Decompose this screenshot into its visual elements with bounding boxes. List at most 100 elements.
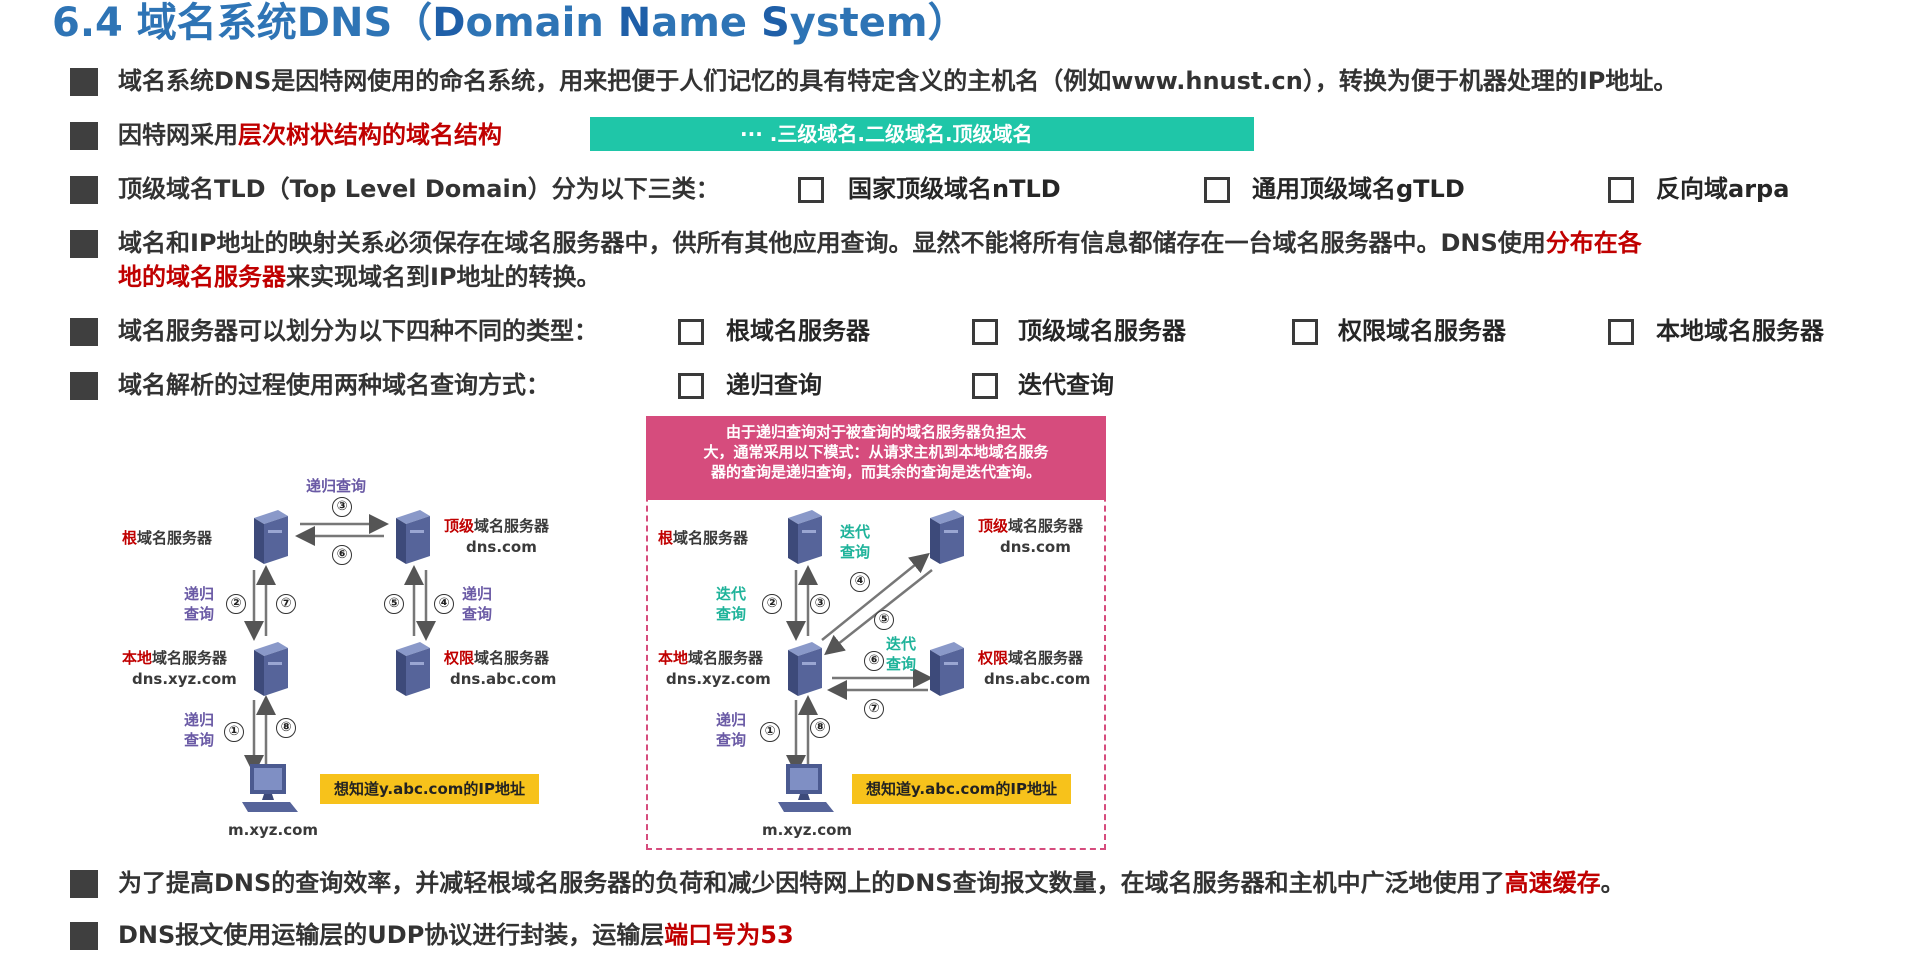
row-2-text: 因特网采用层次树状结构的域名结构 [118,118,502,152]
step-5: ⑤ [384,594,404,614]
query-goal-tag-2: 想知道y.abc.com的IP地址 [852,774,1071,804]
step-6: ⑥ [332,545,352,565]
step-3: ③ [332,497,352,517]
tld-server-icon [396,510,430,564]
step-2: ② [226,594,246,614]
label-arpa: 反向域arpa [1656,175,1790,203]
title-ame: ame [651,0,761,46]
label-tld: 顶级域名服务器 [1018,317,1186,345]
bullet-6 [70,372,98,400]
client-host-icon-2 [778,764,834,812]
checkbox-ntld[interactable] [798,177,824,203]
row-2-red: 层次树状结构的域名结构 [238,121,502,149]
checkbox-local[interactable] [1608,319,1634,345]
step-7-right: ⑦ [864,699,884,719]
title-d: D [432,0,466,46]
auth-server-icon [396,642,430,696]
label-ntld: 国家顶级域名nTLD [848,175,1061,203]
local-server-host: dns.xyz.com [132,670,237,688]
recursive-label-right: 递归查询 [461,585,492,623]
client-host-icon [242,764,298,812]
step-1: ① [224,722,244,742]
checkbox-tld[interactable] [972,319,998,345]
page-title: 6.4 域名系统DNS（Domain Name System） [52,0,968,50]
tld-server-host-2: dns.com [1000,538,1071,556]
row-4-b: 来实现域名到IP地址的转换。 [286,263,601,291]
label-root: 根域名服务器 [726,317,870,345]
domain-levels-bar: ··· .三级域名.二级域名.顶级域名 [590,117,1254,151]
iterative-label-2: 迭代查询 [715,585,746,623]
iterative-note: 由于递归查询对于被查询的域名服务器负担太 大，通常采用以下模式：从请求主机到本地… [646,416,1106,500]
checkbox-iterative[interactable] [972,373,998,399]
checkbox-auth[interactable] [1292,319,1318,345]
title-omain: omain [465,0,618,46]
tld-server-host: dns.com [466,538,537,556]
local-server-icon [254,642,288,696]
step-1-right: ① [760,722,780,742]
local-server-label-2: 本地域名服务器 [658,649,764,667]
row-4-red1: 分布在各 [1545,229,1642,257]
local-server-icon-2 [788,642,822,696]
client-host-label-2: m.xyz.com [762,821,853,839]
auth-server-host: dns.abc.com [450,670,557,688]
step-8-right: ⑧ [810,718,830,738]
iterative-label-3: 迭代查询 [885,635,916,673]
row-4-a: 域名和IP地址的映射关系必须保存在域名服务器中，供所有其他应用查询。显然不能将所… [118,229,1546,257]
local-server-host-2: dns.xyz.com [666,670,771,688]
row-4-red2: 地的域名服务器 [118,263,286,291]
root-server-icon-2 [788,510,822,564]
checkbox-arpa[interactable] [1608,177,1634,203]
recursive-label-bottom: 递归查询 [183,711,214,749]
bullet-1 [70,68,98,96]
row-6-text: 域名解析的过程使用两种域名查询方式： [118,371,550,399]
title-n: N [617,0,652,46]
step-2-right: ② [762,594,782,614]
step-4-right: ④ [850,572,870,592]
title-ystem: ystem） [789,0,968,46]
query-goal-tag: 想知道y.abc.com的IP地址 [320,774,539,804]
step-4: ④ [434,594,454,614]
label-recursive: 递归查询 [726,371,822,399]
bullet-7 [70,870,98,898]
label-gtld: 通用顶级域名gTLD [1252,175,1465,203]
bullet-8 [70,922,98,950]
checkbox-root[interactable] [678,319,704,345]
row-3-text: 顶级域名TLD（Top Level Domain）分为以下三类： [118,175,720,203]
row-8-text: DNS报文使用运输层的UDP协议进行封装，运输层端口号为53 [118,921,794,949]
iterative-label-1: 迭代查询 [839,523,870,561]
auth-server-label-2: 权限域名服务器 [978,649,1084,667]
recursive-label-top: 递归查询 [306,477,367,495]
bullet-2 [70,122,98,150]
bullet-3 [70,176,98,204]
tld-server-label: 顶级域名服务器 [444,517,550,535]
local-server-label: 本地域名服务器 [122,649,228,667]
bullet-5 [70,318,98,346]
label-local: 本地域名服务器 [1656,317,1824,345]
recursive-label-right-bottom: 递归查询 [715,711,746,749]
row-1-text: 域名系统DNS是因特网使用的命名系统，用来把便于人们记忆的具有特定含义的主机名（… [118,67,1678,95]
step-3-right: ③ [810,594,830,614]
checkbox-gtld[interactable] [1204,177,1230,203]
auth-server-label: 权限域名服务器 [444,649,550,667]
auth-server-icon-2 [930,642,964,696]
title-prefix: 6.4 域名系统DNS（ [52,0,433,46]
label-iterative: 迭代查询 [1018,371,1114,399]
step-7: ⑦ [276,594,296,614]
root-server-icon [254,510,288,564]
tld-server-icon-2 [930,510,964,564]
auth-server-host-2: dns.abc.com [984,670,1091,688]
title-s: S [760,0,790,46]
root-server-label-2: 根域名服务器 [658,529,749,547]
step-8: ⑧ [276,718,296,738]
tld-server-label-2: 顶级域名服务器 [978,517,1084,535]
row-7-text: 为了提高DNS的查询效率，并减轻根域名服务器的负荷和减少因特网上的DNS查询报文… [118,869,1625,897]
label-auth: 权限域名服务器 [1338,317,1506,345]
row-4-line2: 地的域名服务器来实现域名到IP地址的转换。 [118,260,601,294]
step-6-right: ⑥ [864,651,884,671]
row-5-text: 域名服务器可以划分为以下四种不同的类型： [118,317,598,345]
row-4-line1: 域名和IP地址的映射关系必须保存在域名服务器中，供所有其他应用查询。显然不能将所… [118,226,1642,260]
checkbox-recursive[interactable] [678,373,704,399]
recursive-label-left: 递归查询 [183,585,214,623]
root-server-label: 根域名服务器 [122,529,213,547]
